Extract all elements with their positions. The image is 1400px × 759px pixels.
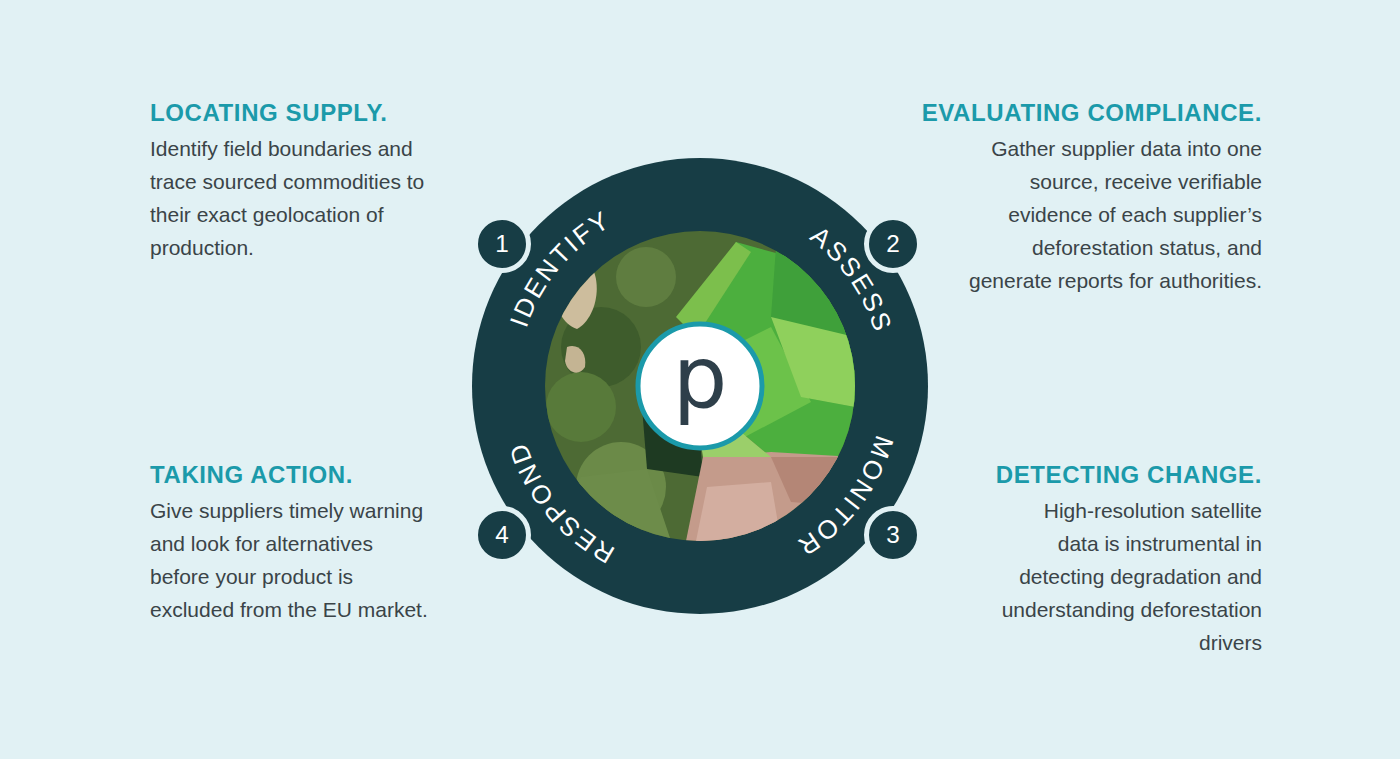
step-number-circle: 4 [473,506,531,564]
cycle-ring: IDENTIFYASSESSMONITORRESPONDp [471,157,929,615]
section-heading: TAKING ACTION. [150,460,510,490]
logo-disc [638,324,762,448]
satellite-image [531,217,871,557]
ring-disc [472,158,928,614]
section-heading: LOCATING SUPPLY. [150,98,510,128]
section-heading: DETECTING CHANGE. [902,460,1262,490]
section-body: Give suppliers timely warning and look f… [150,494,432,626]
callout-number: 2 [864,215,922,273]
section-body: Gather supplier data into one source, re… [952,132,1262,297]
callout-number: 4 [473,506,531,564]
section-body: Identify field boundaries and trace sour… [150,132,462,264]
step-number-circle: 3 [864,506,922,564]
callout-number: 1 [473,215,531,273]
section-heading: EVALUATING COMPLIANCE. [852,98,1262,128]
logo-letter: p [673,334,728,420]
step-number-circle: 1 [473,215,531,273]
logo-circle: p [634,320,766,452]
step-number-circle: 2 [864,215,922,273]
callout-number: 3 [864,506,922,564]
logo-holder: p [634,320,766,452]
section-body: High-resolution satellite data is instru… [998,494,1262,659]
